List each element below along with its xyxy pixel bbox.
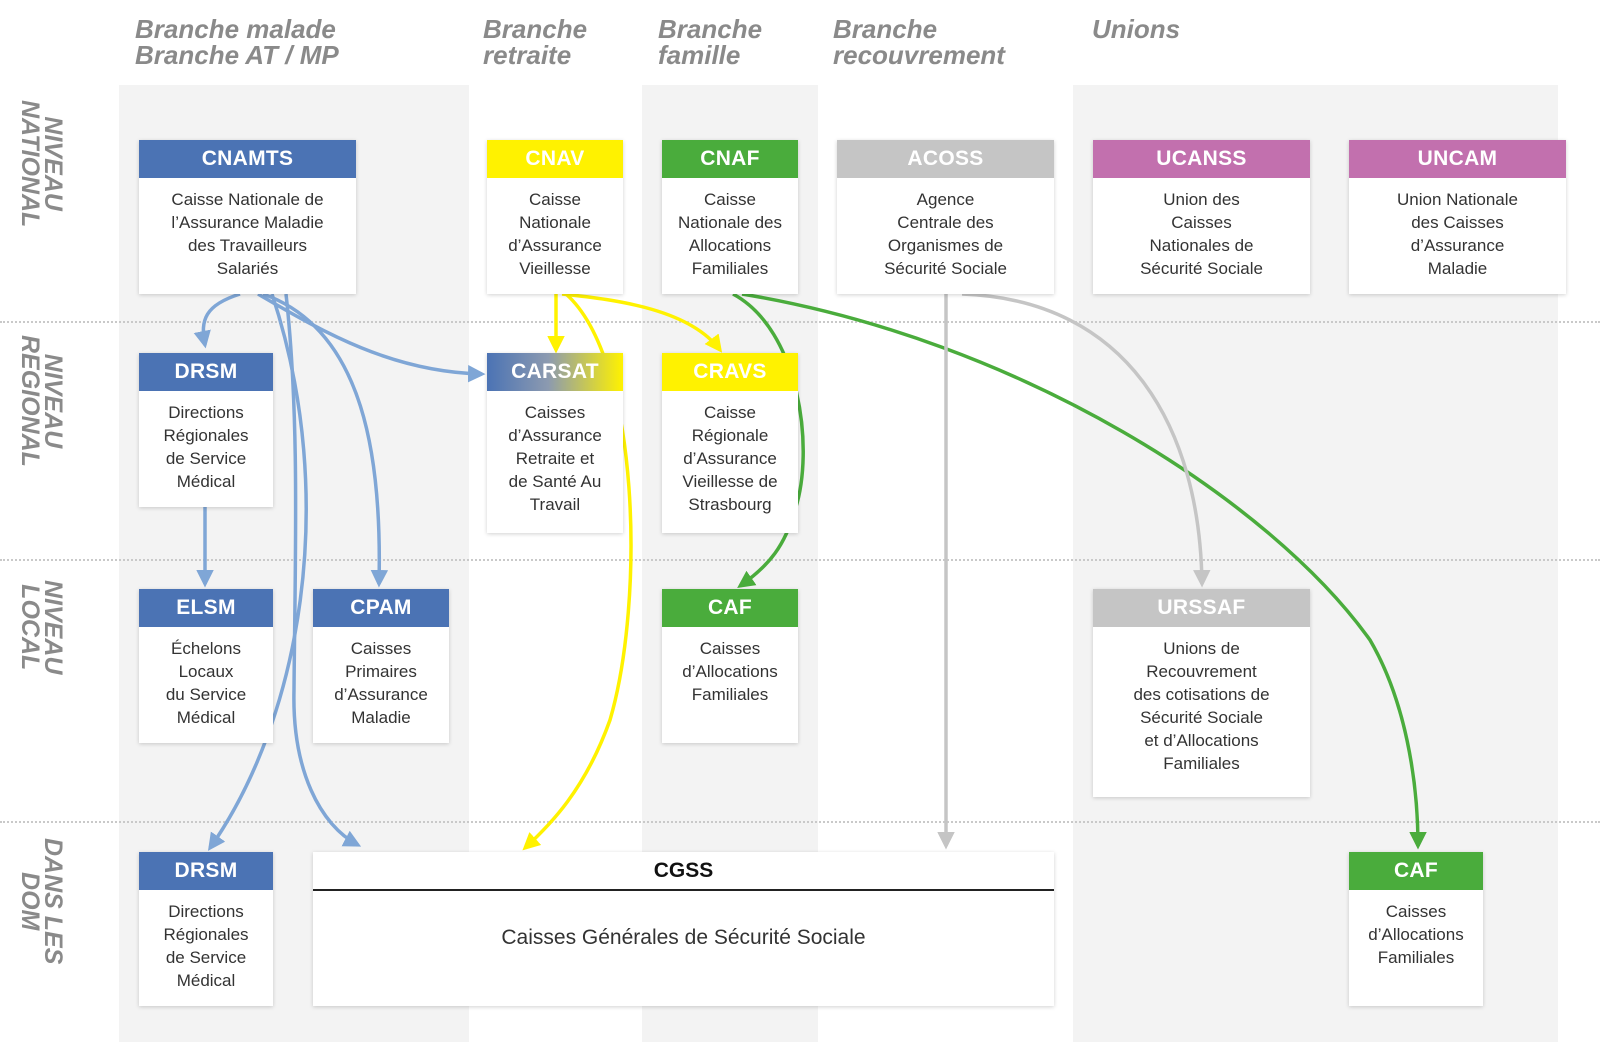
card-cnav: CNAV Caisse Nationale d’Assurance Vieill…: [487, 140, 623, 294]
card-title: CPAM: [313, 589, 449, 627]
card-description: Unions de Recouvrement des cotisations d…: [1133, 639, 1270, 773]
row-label-local: NIVEAU LOCAL: [16, 580, 67, 675]
card-title: CNAF: [662, 140, 798, 178]
card-title: CNAV: [487, 140, 623, 178]
card-title: ACOSS: [837, 140, 1054, 178]
card-title: UNCAM: [1349, 140, 1566, 178]
divider-dom: [0, 821, 1600, 823]
card-urssaf: URSSAF Unions de Recouvrement des cotisa…: [1093, 589, 1310, 797]
card-cravs: CRAVS Caisse Régionale d’Assurance Vieil…: [662, 353, 798, 533]
card-description: Échelons Locaux du Service Médical: [165, 639, 247, 727]
card-caf-dom: CAF Caisses d’Allocations Familiales: [1349, 852, 1483, 1006]
card-title: CARSAT: [487, 353, 623, 391]
card-drsm-dom: DRSM Directions Régionales de Service Mé…: [139, 852, 273, 1006]
divider-regional: [0, 321, 1600, 323]
column-header-famille: Branche famille: [658, 14, 763, 70]
card-title: DRSM: [139, 852, 273, 890]
row-label-dom: DANS LES DOM: [16, 838, 67, 965]
column-header-recouvrement: Branche recouvrement: [833, 14, 1005, 70]
card-drsm: DRSM Directions Régionales de Service Mé…: [139, 353, 273, 507]
column-header-retraite: Branche retraite: [483, 14, 588, 70]
card-cpam: CPAM Caisses Primaires d’Assurance Malad…: [313, 589, 449, 743]
card-description: Caisses d’Allocations Familiales: [682, 639, 778, 704]
divider-local: [0, 559, 1600, 561]
card-description: Caisses d’Allocations Familiales: [1368, 902, 1464, 967]
card-description: Caisse Régionale d’Assurance Vieillesse …: [682, 403, 778, 514]
row-label-national: NIVEAU NATIONAL: [16, 100, 67, 228]
card-description: Directions Régionales de Service Médical: [163, 403, 249, 491]
card-caf-local: CAF Caisses d’Allocations Familiales: [662, 589, 798, 743]
card-description: Caisses Générales de Sécurité Sociale: [501, 926, 866, 949]
card-title: CNAMTS: [139, 140, 356, 178]
card-carsat: CARSAT Caisses d’Assurance Retraite et d…: [487, 353, 623, 533]
card-acoss: ACOSS Agence Centrale des Organismes de …: [837, 140, 1054, 294]
card-description: Caisse Nationale d’Assurance Vieillesse: [508, 190, 602, 278]
card-description: Agence Centrale des Organismes de Sécuri…: [884, 190, 1007, 278]
card-title: DRSM: [139, 353, 273, 391]
column-header-unions: Unions: [1092, 14, 1181, 44]
card-description: Caisse Nationale de l’Assurance Maladie …: [171, 190, 324, 278]
row-label-regional: NIVEAU REGIONAL: [16, 335, 67, 467]
card-cnamts: CNAMTS Caisse Nationale de l’Assurance M…: [139, 140, 356, 294]
card-title: UCANSS: [1093, 140, 1310, 178]
card-elsm: ELSM Échelons Locaux du Service Médical: [139, 589, 273, 743]
card-title: CRAVS: [662, 353, 798, 391]
card-description: Caisse Nationale des Allocations Familia…: [678, 190, 782, 278]
card-title: CAF: [662, 589, 798, 627]
card-description: Directions Régionales de Service Médical: [163, 902, 249, 990]
card-description: Caisses d’Assurance Retraite et de Santé…: [508, 403, 602, 514]
card-cnaf: CNAF Caisse Nationale des Allocations Fa…: [662, 140, 798, 294]
card-title: URSSAF: [1093, 589, 1310, 627]
card-title: CGSS: [313, 852, 1054, 891]
card-description: Union Nationale des Caisses d’Assurance …: [1397, 190, 1518, 278]
card-description: Union des Caisses Nationales de Sécurité…: [1140, 190, 1263, 278]
card-title: ELSM: [139, 589, 273, 627]
card-cgss: CGSS Caisses Générales de Sécurité Socia…: [313, 852, 1054, 1006]
column-header-maladie: Branche malade Branche AT / MP: [135, 14, 339, 70]
card-title: CAF: [1349, 852, 1483, 890]
card-description: Caisses Primaires d’Assurance Maladie: [334, 639, 428, 727]
card-ucanss: UCANSS Union des Caisses Nationales de S…: [1093, 140, 1310, 294]
card-uncam: UNCAM Union Nationale des Caisses d’Assu…: [1349, 140, 1566, 294]
